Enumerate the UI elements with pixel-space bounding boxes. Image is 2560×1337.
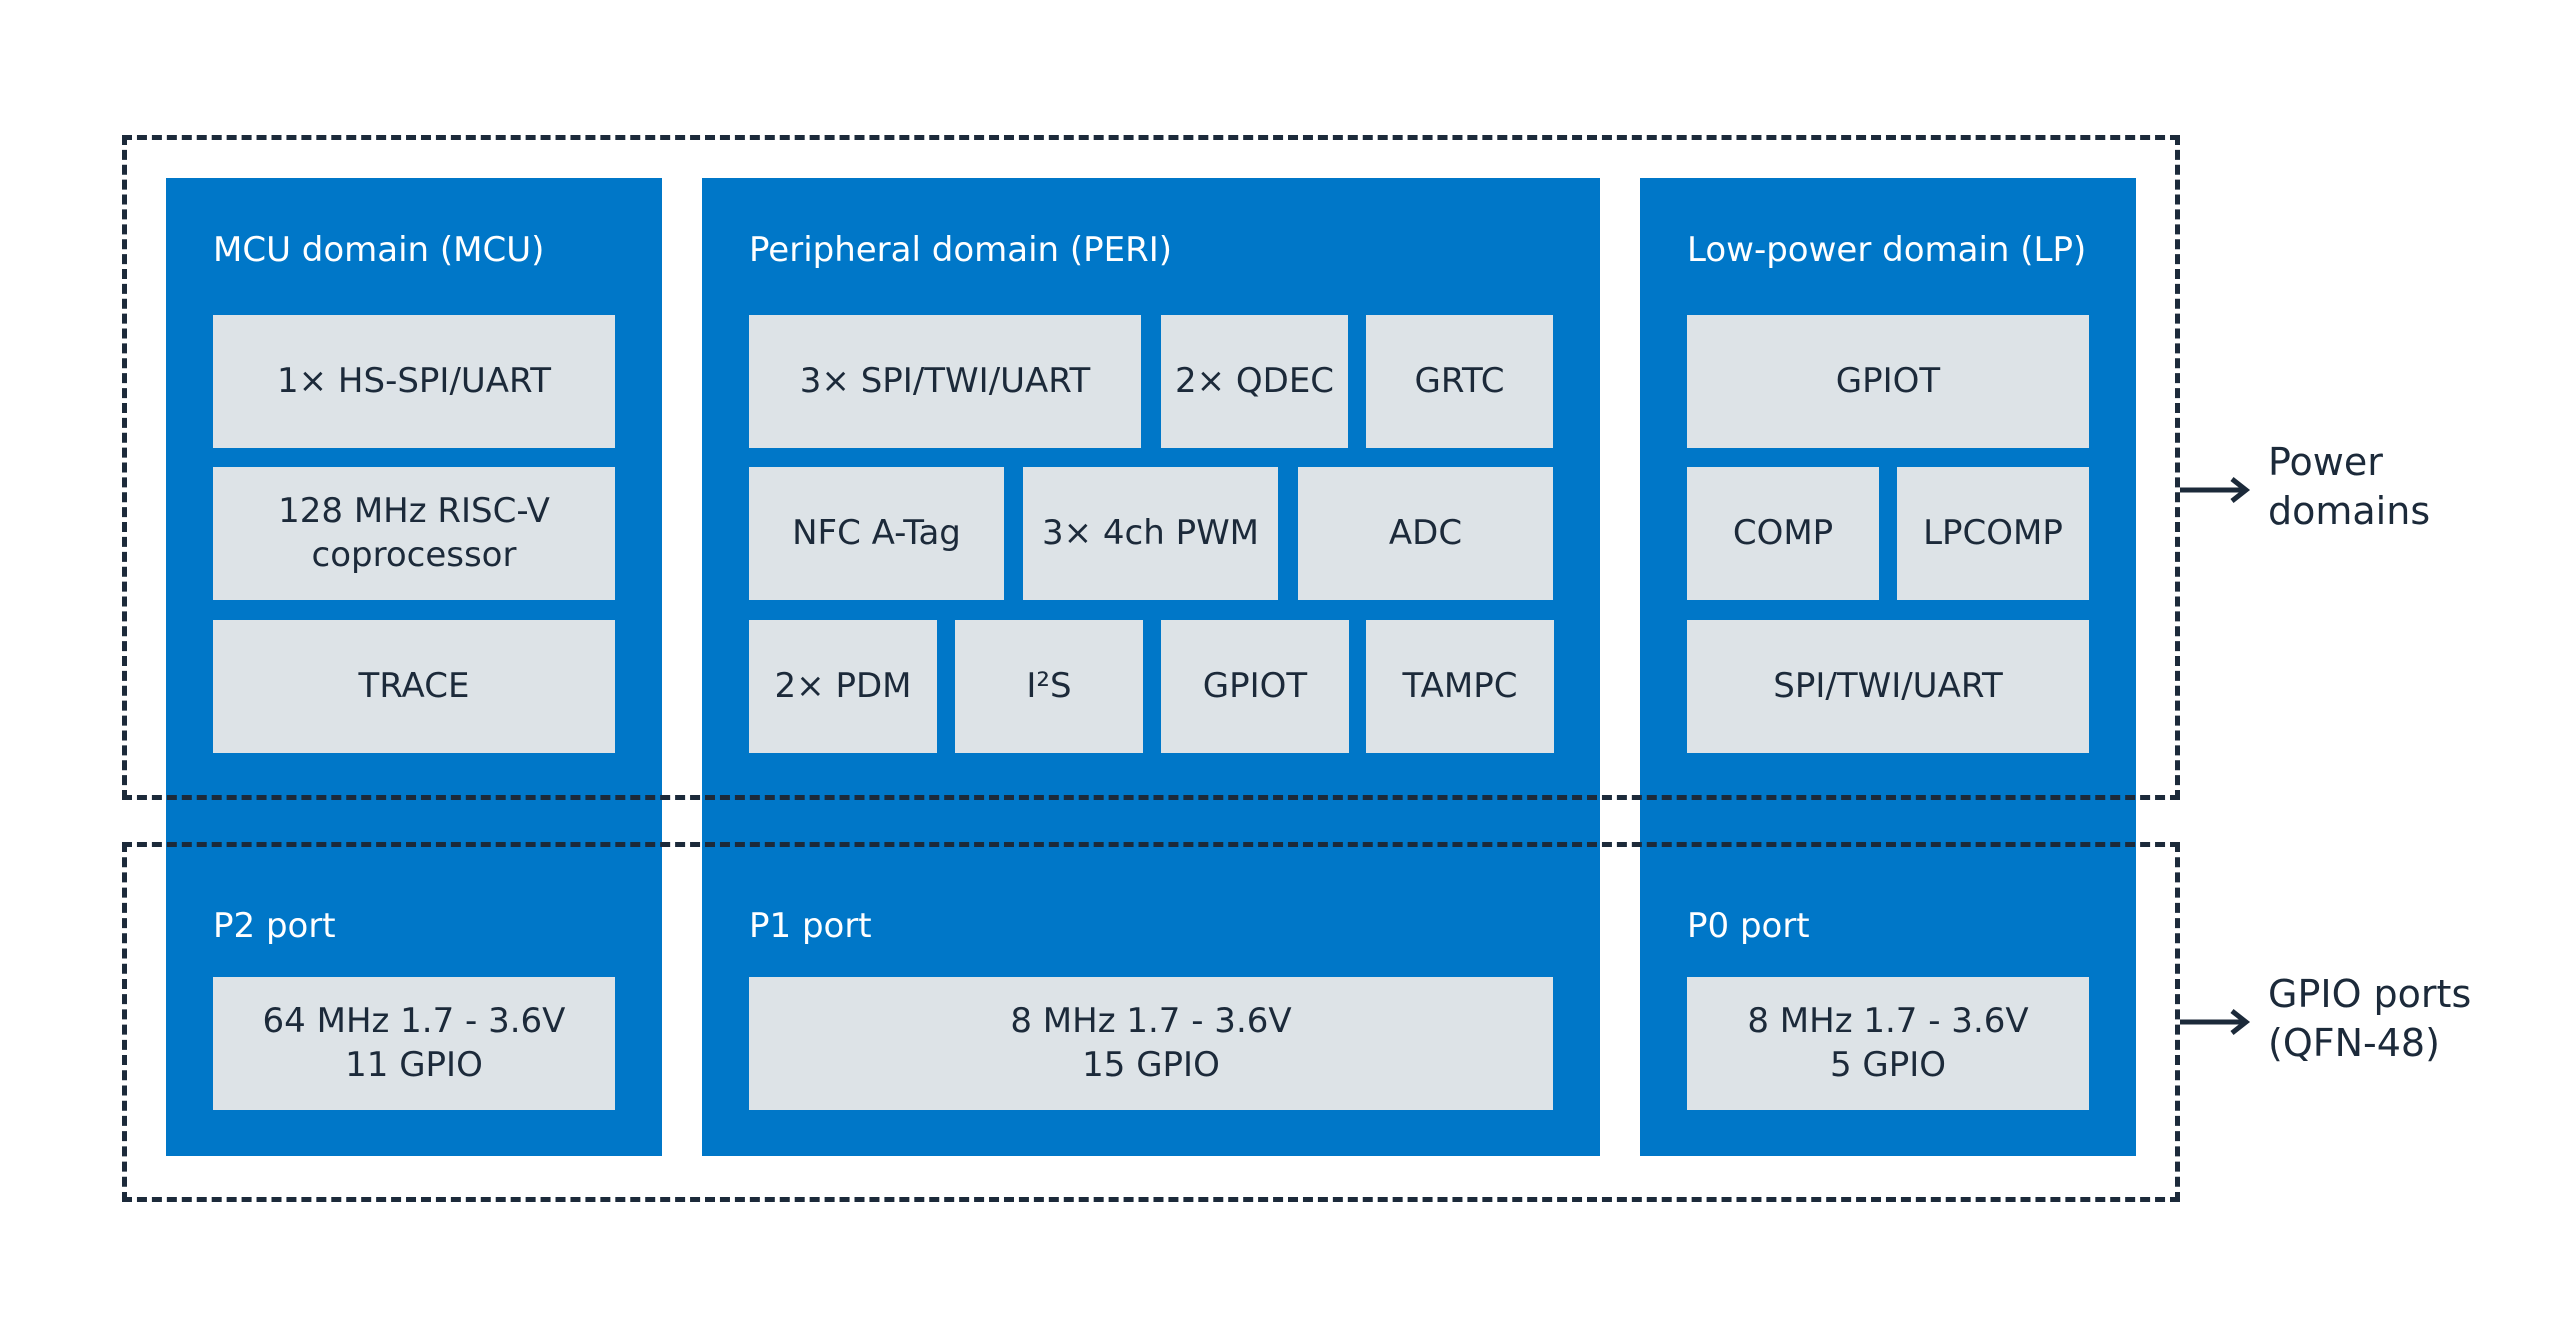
lp-domain: Low-power domain (LP) GPIOT COMP LPCOMP … [1640, 178, 2136, 1156]
peri-domain: Peripheral domain (PERI) 3× SPI/TWI/UART… [702, 178, 1600, 1156]
gpio-ports-arrow-icon [2180, 1009, 2251, 1035]
p2-port-block: 64 MHz 1.7 - 3.6V 11 GPIO [213, 977, 615, 1110]
power-domains-arrow-icon [2180, 477, 2251, 503]
peri-block-gpiot: GPIOT [1161, 620, 1349, 753]
lp-block-comp: COMP [1687, 467, 1879, 600]
peri-block-tampc: TAMPC [1366, 620, 1554, 753]
p1-port-block: 8 MHz 1.7 - 3.6V 15 GPIO [749, 977, 1553, 1110]
peri-domain-title: Peripheral domain (PERI) [749, 230, 1173, 270]
lp-block-gpiot: GPIOT [1687, 315, 2089, 448]
mcu-block-risc-v-coprocessor: 128 MHz RISC-V coprocessor [213, 467, 615, 600]
peri-block-adc: ADC [1298, 467, 1553, 600]
lp-domain-title: Low-power domain (LP) [1687, 230, 2087, 270]
peri-block-spi-twi-uart: 3× SPI/TWI/UART [749, 315, 1141, 448]
peri-block-pwm: 3× 4ch PWM [1023, 467, 1278, 600]
gpio-ports-label: GPIO ports (QFN-48) [2268, 972, 2472, 1066]
p1-port-title: P1 port [749, 906, 872, 946]
peri-block-qdec: 2× QDEC [1161, 315, 1348, 448]
peri-block-i2s: I²S [955, 620, 1143, 753]
peri-block-grtc: GRTC [1366, 315, 1553, 448]
mcu-domain: MCU domain (MCU) 1× HS-SPI/UART 128 MHz … [166, 178, 662, 1156]
p2-port-title: P2 port [213, 906, 336, 946]
lp-block-spi-twi-uart: SPI/TWI/UART [1687, 620, 2089, 753]
peri-block-nfc-a-tag: NFC A-Tag [749, 467, 1004, 600]
power-domains-label: Power domains [2268, 440, 2431, 534]
lp-block-lpcomp: LPCOMP [1897, 467, 2089, 600]
p0-port-title: P0 port [1687, 906, 1810, 946]
mcu-domain-title: MCU domain (MCU) [213, 230, 545, 270]
p0-port-block: 8 MHz 1.7 - 3.6V 5 GPIO [1687, 977, 2089, 1110]
mcu-block-hs-spi-uart: 1× HS-SPI/UART [213, 315, 615, 448]
peri-block-pdm: 2× PDM [749, 620, 937, 753]
mcu-block-trace: TRACE [213, 620, 615, 753]
